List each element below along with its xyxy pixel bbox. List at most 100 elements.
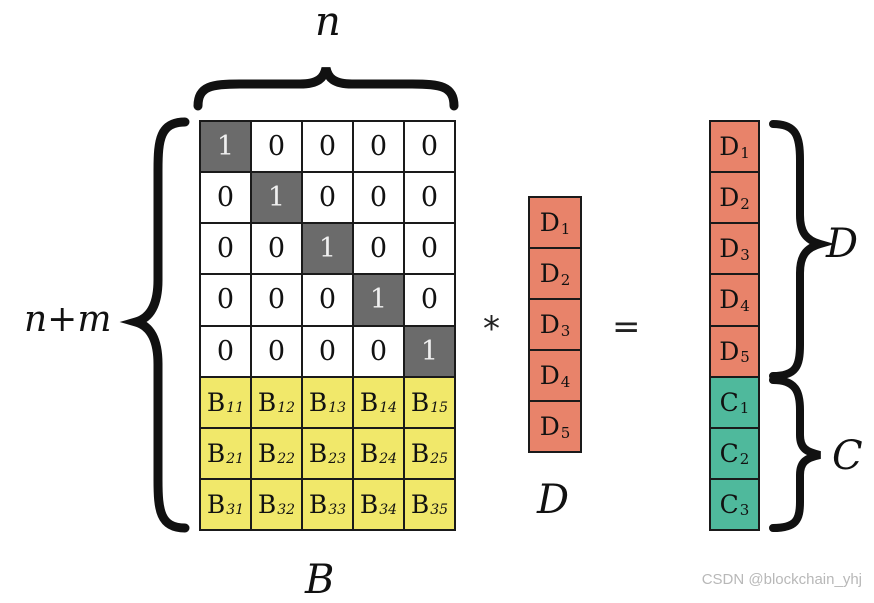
label-matrix-b: B bbox=[305, 557, 335, 603]
result-d-cell-base: D bbox=[719, 336, 740, 366]
matrix-cell: 1 bbox=[352, 273, 405, 327]
matrix-b-cell-subscript: 11 bbox=[226, 400, 245, 417]
label-brace-c: C bbox=[832, 433, 863, 479]
label-vector-d: D bbox=[537, 477, 570, 523]
label-brace-d: D bbox=[826, 221, 859, 267]
matrix-b-cell-subscript: 25 bbox=[430, 451, 449, 468]
matrix-b-cell-base: B bbox=[410, 489, 430, 519]
matrix-cell: 0 bbox=[352, 171, 405, 225]
result-c-cell-subscript: 2 bbox=[739, 450, 750, 469]
vector-d-cell-base: D bbox=[539, 310, 560, 339]
vector-d-cell-base: D bbox=[539, 259, 560, 288]
matrix-cell: 0 bbox=[199, 222, 252, 276]
matrix-cell: 0 bbox=[352, 222, 405, 276]
top-brace bbox=[193, 66, 459, 111]
matrix-cell: 0 bbox=[403, 171, 456, 225]
matrix-b-cell-subscript: 13 bbox=[328, 400, 347, 417]
matrix-cell: 1 bbox=[403, 324, 456, 378]
matrix-cell: 0 bbox=[250, 222, 303, 276]
vector-d-cell-subscript: 3 bbox=[560, 321, 571, 340]
matrix-b-cell-base: B bbox=[206, 438, 226, 468]
vector-d-cell-subscript: 2 bbox=[560, 270, 571, 289]
matrix-b-cell-base: B bbox=[257, 489, 277, 519]
vector-d-cell-subscript: 4 bbox=[560, 372, 571, 391]
vector-d-cell-base: D bbox=[539, 208, 560, 237]
vector-d-cell-subscript: 5 bbox=[560, 423, 571, 442]
result-c-cell-subscript: 1 bbox=[739, 399, 750, 418]
matrix-b-cell-subscript: 33 bbox=[328, 502, 347, 519]
matrix-cell: 0 bbox=[403, 273, 456, 327]
right-brace-d bbox=[769, 120, 835, 380]
matrix-b-cell-subscript: 15 bbox=[430, 400, 449, 417]
matrix-cell: 0 bbox=[199, 273, 252, 327]
matrix-b-cell-base: B bbox=[206, 387, 226, 417]
matrix-cell: 0 bbox=[250, 273, 303, 327]
result-d-cell-subscript: 2 bbox=[740, 194, 750, 213]
result-c-cell-base: C bbox=[719, 438, 739, 468]
result-d-cell-base: D bbox=[719, 285, 740, 315]
result-d-cell-subscript: 5 bbox=[740, 348, 750, 367]
matrix-cell: 0 bbox=[403, 120, 456, 174]
matrix-cell: 0 bbox=[352, 324, 405, 378]
result-d-cell-base: D bbox=[719, 234, 740, 264]
matrix-b-cell-subscript: 32 bbox=[277, 502, 296, 519]
matrix-b-cell-subscript: 21 bbox=[226, 451, 245, 468]
watermark: CSDN @blockchain_yhj bbox=[701, 571, 862, 588]
matrix-cell: 0 bbox=[301, 120, 354, 174]
matrix-b-cell-base: B bbox=[359, 489, 379, 519]
label-n-plus-m: n+m bbox=[24, 299, 112, 340]
matrix-cell: 0 bbox=[301, 273, 354, 327]
matrix-b-cell-base: B bbox=[206, 489, 226, 519]
matrix-cell: 0 bbox=[250, 324, 303, 378]
matrix-cell: 0 bbox=[403, 222, 456, 276]
matrix-b-cell-base: B bbox=[308, 489, 328, 519]
matrix-b-cell-base: B bbox=[410, 438, 430, 468]
label-n-top: n bbox=[315, 0, 341, 45]
multiply-sign: * bbox=[483, 309, 500, 349]
result-c-cell-base: C bbox=[719, 489, 739, 519]
vector-d-cell-base: D bbox=[539, 361, 560, 390]
result-d-cell-base: D bbox=[719, 132, 740, 162]
matrix-b-cell-subscript: 31 bbox=[226, 502, 245, 519]
matrix-b-cell-subscript: 22 bbox=[277, 451, 296, 468]
equals-sign: = bbox=[612, 307, 641, 347]
matrix-b-cell-base: B bbox=[359, 387, 379, 417]
vector-d-cell-base: D bbox=[539, 412, 560, 441]
matrix-b-cell-subscript: 12 bbox=[277, 400, 296, 417]
matrix-b-cell-subscript: 34 bbox=[379, 502, 398, 519]
matrix-b-cell-subscript: 23 bbox=[328, 451, 347, 468]
matrix-b-cell-base: B bbox=[410, 387, 430, 417]
matrix-b-cell-subscript: 35 bbox=[430, 502, 449, 519]
left-brace bbox=[119, 117, 190, 533]
result-d-cell-subscript: 4 bbox=[740, 296, 750, 315]
matrix-b-cell-base: B bbox=[257, 387, 277, 417]
result-d-cell-subscript: 3 bbox=[740, 245, 750, 264]
result-c-cell-base: C bbox=[719, 387, 739, 417]
result-d-cell-base: D bbox=[719, 183, 740, 213]
matrix-b-cell-subscript: 14 bbox=[379, 400, 398, 417]
